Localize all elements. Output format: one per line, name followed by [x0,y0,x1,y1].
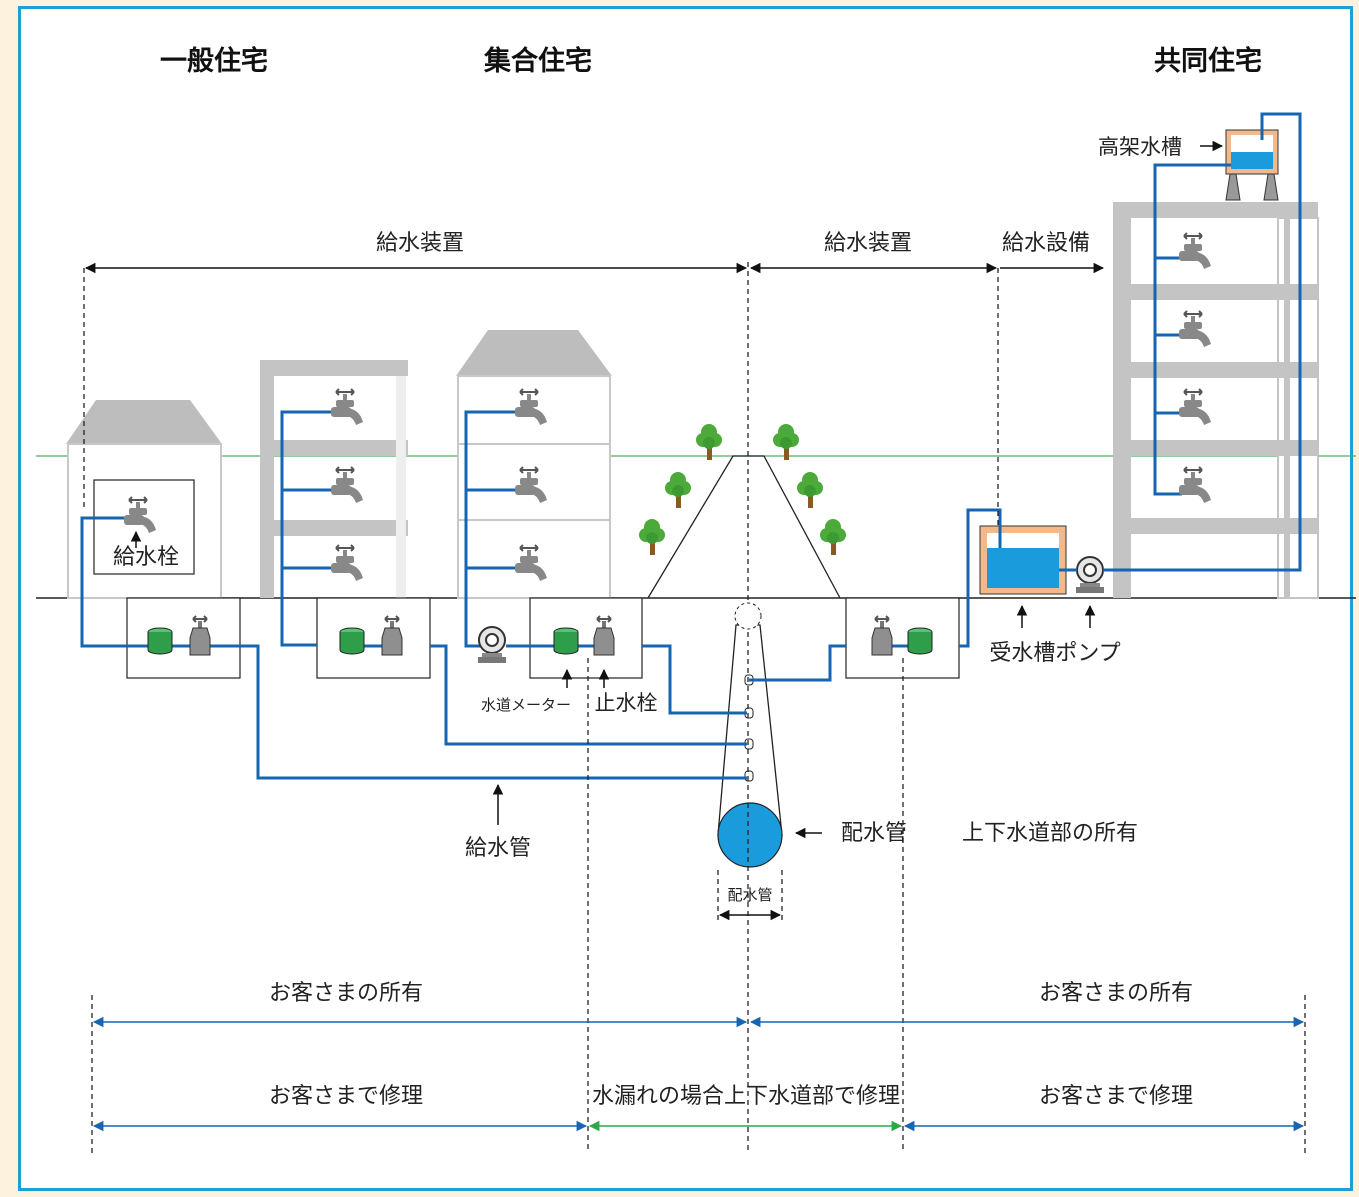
water-meter-icon [553,627,579,655]
range-customer-repair-left: お客さまで修理 [269,1084,423,1109]
faucet-icon [1178,310,1212,348]
boundary-lines [83,262,1306,1155]
tree-icon [696,424,722,460]
heading-general-house: 一般住宅 [160,45,268,77]
distribution-pipe-column [717,602,783,868]
heading-apartment: 集合住宅 [483,45,592,77]
label-hydrant: 給水栓 [113,545,179,570]
range-customer-owned-left: お客さまの所有 [269,981,423,1006]
supply-pipes [80,112,1302,780]
water-meter-icon [147,627,173,655]
label-supply-pipe: 給水管 [465,836,531,861]
label-ownership-note: 上下水道部の所有 [962,821,1138,846]
meter-box-3 [529,597,643,679]
pump-icon [1075,556,1105,594]
range-customer-repair-right: お客さまで修理 [1039,1084,1193,1109]
label-stop-valve: 止水栓 [595,691,658,715]
meter-box-4 [845,597,960,679]
label-supply-device-left: 給水装置 [376,231,464,256]
elevated-tank [1225,129,1279,201]
faucet-icon [330,544,364,582]
pump-icon [477,626,507,664]
faucet-icon [330,388,364,426]
label-supply-facility: 給水設備 [1002,231,1090,256]
water-meter-icon [907,627,933,655]
faucet-icon [330,466,364,504]
label-supply-device-right: 給水装置 [824,231,912,256]
meter-box-2 [316,597,431,679]
range-customer-owned-right: お客さまの所有 [1039,981,1193,1006]
faucet-icon [1178,466,1212,504]
tree-icon [773,424,799,460]
faucet-icon [1178,388,1212,426]
tree-icon [797,472,823,508]
label-elevated-tank: 高架水槽 [1098,135,1182,159]
general-house [66,400,222,599]
tree-icon [639,519,665,555]
label-receiving-tank-pump: 受水槽ポンプ [989,641,1120,666]
label-water-meter: 水道メーター [481,696,571,714]
heading-shared-house: 共同住宅 [1154,45,1262,77]
faucet-icon [1178,232,1212,270]
tree-icon [665,472,691,508]
receiving-tank [979,525,1067,595]
tree-icon [820,519,846,555]
meter-box-1 [126,597,241,679]
label-distribution-pipe: 配水管 [841,821,907,846]
water-meter-icon [339,627,365,655]
range-utility-repair: 水漏れの場合上下水道部で修理 [592,1084,900,1109]
apartment-frame-1 [260,360,408,598]
shared-house-building [1113,202,1319,599]
label-distribution-pipe-small: 配水管 [727,886,772,904]
